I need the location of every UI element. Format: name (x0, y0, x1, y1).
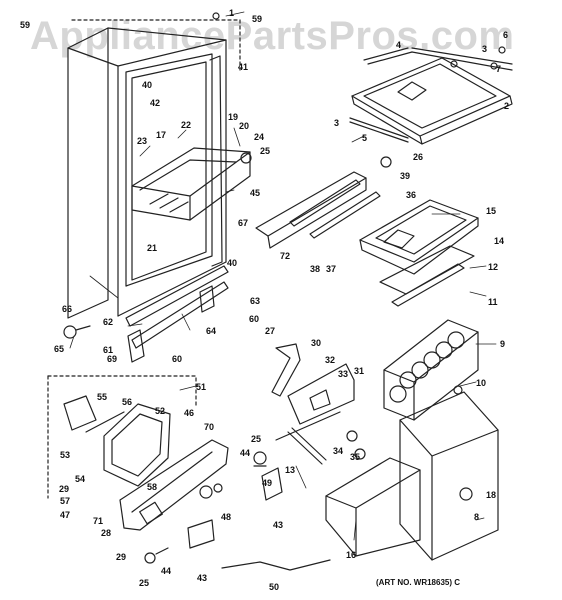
callout-2: 2 (504, 101, 510, 111)
callout-13: 13 (285, 465, 296, 475)
callout-25: 25 (139, 578, 150, 588)
callout-69: 69 (107, 354, 118, 364)
callout-51: 51 (196, 382, 207, 392)
leader-lines (69, 11, 497, 541)
callout-20: 20 (239, 121, 250, 131)
callout-34: 34 (333, 446, 344, 456)
callout-38: 38 (310, 264, 321, 274)
callout-50: 50 (269, 582, 280, 592)
callout-62: 62 (103, 317, 114, 327)
slide-rail-shape (125, 265, 229, 363)
callout-16: 16 (346, 550, 357, 560)
callout-21: 21 (147, 243, 158, 253)
callout-63: 63 (250, 296, 261, 306)
callout-54: 54 (75, 474, 86, 484)
callout-65: 65 (54, 344, 65, 354)
callout-4: 4 (396, 40, 402, 50)
callout-7: 7 (496, 64, 502, 74)
callout-19: 19 (228, 112, 239, 122)
callout-24: 24 (254, 132, 265, 142)
callout-3: 3 (334, 118, 340, 128)
small-parts-shape (63, 12, 506, 571)
shelf-assembly-shape (349, 47, 513, 145)
callout-44: 44 (161, 566, 172, 576)
callout-8: 8 (474, 512, 480, 522)
callout-45: 45 (250, 188, 261, 198)
callout-59: 59 (252, 14, 263, 24)
callout-71: 71 (93, 516, 104, 526)
callout-70: 70 (204, 422, 215, 432)
callout-43: 43 (197, 573, 208, 583)
callout-31: 31 (354, 366, 365, 376)
callout-40: 40 (142, 80, 153, 90)
callout-23: 23 (137, 136, 148, 146)
mounting-bracket-shape (271, 343, 355, 441)
callout-42: 42 (150, 98, 161, 108)
callout-59: 59 (20, 20, 31, 30)
callout-26: 26 (413, 152, 424, 162)
callout-67: 67 (238, 218, 249, 228)
callout-27: 27 (265, 326, 276, 336)
callout-5: 5 (362, 133, 368, 143)
callout-55: 55 (97, 392, 108, 402)
callout-14: 14 (494, 236, 505, 246)
dispenser-housing-shape (47, 375, 229, 531)
freezer-shelf-shape (131, 147, 251, 221)
callout-33: 33 (338, 369, 349, 379)
callout-41: 41 (238, 62, 249, 72)
callout-29: 29 (116, 552, 127, 562)
callout-48: 48 (221, 512, 232, 522)
callout-64: 64 (206, 326, 217, 336)
callout-66: 66 (62, 304, 73, 314)
callout-25: 25 (260, 146, 271, 156)
callout-10: 10 (476, 378, 487, 388)
callout-56: 56 (122, 397, 133, 407)
callout-57: 57 (60, 496, 71, 506)
callout-25: 25 (251, 434, 262, 444)
callout-1: 1 (229, 8, 235, 18)
callout-44: 44 (240, 448, 251, 458)
callout-53: 53 (60, 450, 71, 460)
callout-58: 58 (147, 482, 158, 492)
callout-22: 22 (181, 120, 192, 130)
callout-15: 15 (486, 206, 497, 216)
callout-52: 52 (155, 406, 166, 416)
callout-17: 17 (156, 130, 167, 140)
callout-3: 3 (482, 44, 488, 54)
callout-32: 32 (325, 355, 336, 365)
callout-36: 36 (406, 190, 417, 200)
bin-shapes (255, 171, 479, 307)
callout-47: 47 (60, 510, 71, 520)
callout-11: 11 (488, 297, 498, 307)
art-number: (ART NO. WR18635) C (376, 578, 461, 587)
ice-bucket-shape (325, 391, 499, 561)
callout-60: 60 (249, 314, 260, 324)
callout-18: 18 (486, 490, 497, 500)
auger-assembly-shape (383, 319, 479, 421)
cabinet-shape (67, 19, 241, 319)
callout-35: 35 (350, 452, 361, 462)
callout-29: 29 (59, 484, 70, 494)
callout-30: 30 (311, 338, 322, 348)
callout-28: 28 (101, 528, 112, 538)
callout-46: 46 (184, 408, 195, 418)
callout-72: 72 (280, 251, 291, 261)
callout-37: 37 (326, 264, 337, 274)
callout-12: 12 (488, 262, 499, 272)
callout-60: 60 (172, 354, 183, 364)
callout-49: 49 (262, 478, 273, 488)
callout-40: 40 (227, 258, 238, 268)
callout-39: 39 (400, 171, 411, 181)
callout-9: 9 (500, 339, 506, 349)
watermark: AppliancePartsPros.com (30, 14, 515, 58)
callout-43: 43 (273, 520, 284, 530)
callout-6: 6 (503, 30, 509, 40)
callout-61: 61 (103, 345, 114, 355)
